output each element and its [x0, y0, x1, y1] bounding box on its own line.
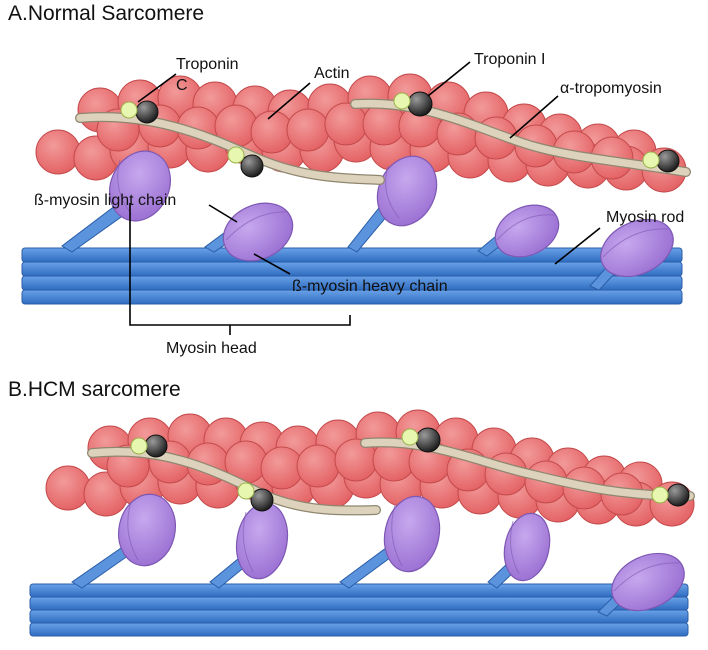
label-tropomyosin: α-tropomyosin [560, 80, 662, 97]
myosin-head [383, 495, 441, 573]
label-troponin-c-line2: C [176, 77, 188, 94]
myosin-rod-strand [21, 289, 683, 305]
myosin-rod-strand [29, 609, 689, 624]
troponin-i [415, 427, 441, 453]
actin-monomer [35, 129, 81, 175]
label-actin: Actin [314, 65, 350, 82]
label-myosin-head: Myosin head [166, 340, 257, 357]
actin-monomer [296, 444, 340, 488]
myosin-rod-strand [29, 583, 689, 598]
light-chain-leader [208, 204, 238, 223]
myosin-head [118, 493, 176, 567]
actin-monomer [324, 102, 368, 146]
troponin-c [401, 428, 419, 446]
thick-filament [21, 247, 683, 305]
troponin-c [642, 151, 660, 169]
actin-monomer [286, 108, 330, 152]
actin-filament [45, 409, 695, 527]
troponin-i [135, 100, 159, 124]
troponin-c [651, 486, 669, 504]
myosin-head-bracket [129, 203, 351, 326]
troponin-c [393, 92, 411, 110]
myosin-heads [109, 150, 674, 278]
troponin-c [237, 482, 255, 500]
troponin-i [250, 488, 274, 512]
label-light-chain: ß-myosin light chain [34, 192, 176, 209]
panel-a: Troponin C Actin Troponin I α-tropomyosi… [21, 51, 691, 357]
myosin-head [503, 512, 551, 582]
troponin-i [666, 483, 690, 507]
myosin-rod-leader [554, 227, 601, 265]
troponin-complexes [130, 427, 690, 512]
troponin-i-leader [427, 61, 471, 97]
myosin-rod-strand [21, 261, 683, 277]
actin-monomer [45, 465, 91, 511]
myosin-head [600, 218, 674, 278]
tropomyosin-leader [509, 95, 559, 139]
label-heavy-chain: ß-myosin heavy chain [292, 278, 448, 295]
thick-filament [29, 583, 689, 637]
troponin-complexes [120, 91, 680, 178]
troponin-c [120, 101, 138, 119]
myosin-head [494, 204, 560, 258]
troponin-c-leader [137, 73, 177, 103]
myosin-rod-strand [29, 622, 689, 637]
panel-b-title: B.HCM sarcomere [8, 378, 181, 401]
label-troponin-c-line1: Troponin [176, 56, 239, 73]
label-troponin-i: Troponin I [474, 51, 545, 68]
troponin-c [227, 146, 245, 164]
myosin-head [222, 202, 294, 262]
troponin-i [240, 154, 264, 178]
troponin-c [130, 437, 148, 455]
myosin-head [611, 552, 685, 612]
heavy-chain-leader [253, 253, 291, 275]
troponin-i [144, 434, 168, 458]
label-myosin-rod: Myosin rod [606, 209, 684, 226]
panel-a-title: A.Normal Sarcomere [8, 2, 205, 25]
leader-lines [129, 61, 601, 335]
panel-b [29, 409, 695, 637]
myosin-rod-strand [21, 247, 683, 263]
actin-leader [267, 82, 311, 120]
myosin-rod-strand [29, 596, 689, 611]
troponin-i [656, 149, 680, 173]
